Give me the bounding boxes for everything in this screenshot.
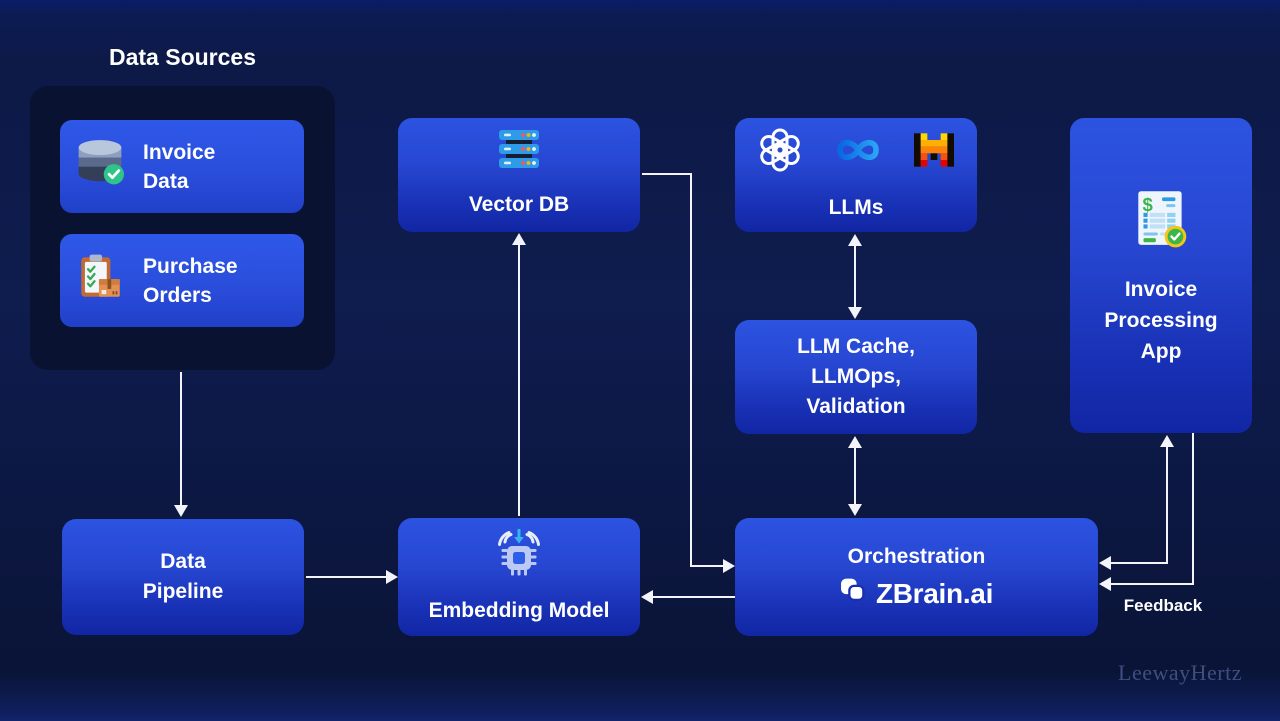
purchase-orders-label: Purchase Orders [143,254,238,307]
chip-download-icon [490,528,548,590]
embedding-model-label: Embedding Model [428,598,610,622]
invoice-check-icon: $ [1128,185,1194,260]
data-pipeline-label: Data Pipeline [142,550,224,603]
zbrain-logo-icon [840,576,867,612]
llms-label: LLMs [828,195,884,219]
llm-cache-node[interactable]: LLM Cache, LLMOps, Validation [735,320,977,434]
vector-db-node[interactable]: Vector DB [398,118,640,232]
invoice-app-label: Invoice Processing App [1104,277,1218,363]
vector-db-label: Vector DB [468,193,570,216]
mistral-icon [914,132,954,176]
data-sources-title: Data Sources [108,44,256,70]
purchase-orders-card[interactable]: Purchase Orders [60,234,304,327]
orchestration-node[interactable]: Orchestration ZBrain.ai [735,518,1098,636]
llm-cache-label: LLM Cache, LLMOps, Validation [797,335,915,418]
llms-node[interactable]: LLMs [735,118,977,232]
invoice-app-node[interactable]: $ [1070,118,1252,433]
invoice-data-label: Invoice Data [143,140,216,193]
invoice-data-card[interactable]: Invoice Data [60,120,304,213]
zbrain-brand-text: ZBrain.ai [875,578,994,609]
meta-icon [832,133,884,176]
orchestration-label: Orchestration [847,545,986,568]
database-check-icon [74,139,126,194]
clipboard-box-icon [74,252,126,310]
data-pipeline-node[interactable]: Data Pipeline [62,519,304,635]
feedback-label: Feedback [1123,596,1203,615]
svg-text:$: $ [1142,193,1153,214]
leewayhertz-watermark: LeewayHertz [1118,660,1242,685]
openai-icon [758,128,802,181]
embedding-model-node[interactable]: Embedding Model [398,518,640,636]
server-stack-icon [496,130,542,181]
